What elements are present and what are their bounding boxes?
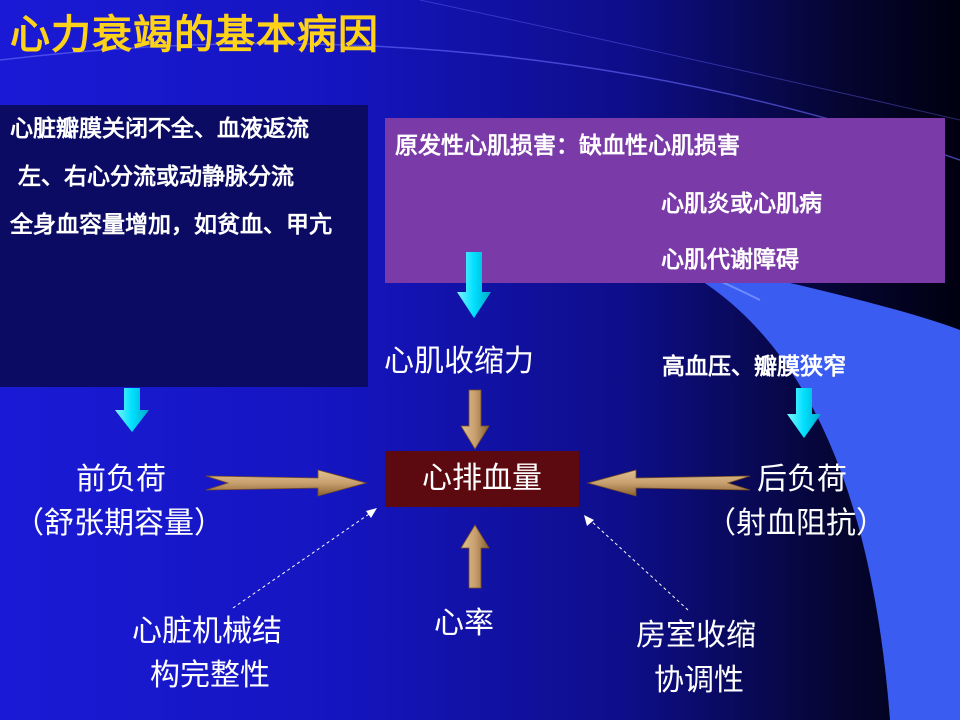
cause-valve-regurgitation: 心脏瓣膜关闭不全、血液返流 <box>10 116 309 142</box>
tan-arrow-contractility <box>460 389 490 450</box>
contractility-label: 心肌收缩力 <box>384 344 534 379</box>
myocardial-damage-line-2: 心肌炎或心肌病 <box>661 191 822 217</box>
afterload-note: （射血阻抗） <box>706 506 886 541</box>
tan-arrow-afterload <box>586 469 751 497</box>
heart-rate-label: 心率 <box>434 606 494 641</box>
myocardial-damage-line-3: 心肌代谢障碍 <box>661 247 799 273</box>
cyan-arrow-right <box>787 388 821 438</box>
myocardial-damage-line-1: 原发性心肌损害：缺血性心肌损害 <box>395 133 740 159</box>
cardiac-output-box: 心排血量 <box>385 451 579 507</box>
tan-arrow-preload <box>205 469 368 497</box>
preload-label: 前负荷 <box>76 462 166 497</box>
afterload-cause-label: 高血压、瓣膜狭窄 <box>662 354 846 380</box>
cause-shunt: 左、右心分流或动静脉分流 <box>10 164 295 190</box>
dotted-arrow-coordination <box>589 519 689 611</box>
coordination-label-line-2: 协调性 <box>654 663 744 698</box>
coordination-label-line-1: 房室收缩 <box>636 618 756 653</box>
preload-note: （舒张期容量） <box>14 506 224 541</box>
cause-blood-volume-increase: 全身血容量增加，如贫血、甲亢 <box>10 212 332 238</box>
structure-label-line-2: 构完整性 <box>150 658 270 693</box>
structure-label-line-1: 心脏机械结 <box>132 614 282 649</box>
afterload-label: 后负荷 <box>757 462 847 497</box>
cyan-arrow-left <box>115 388 149 432</box>
tan-arrow-heart-rate <box>460 524 490 589</box>
volume-overload-causes-box: 心脏瓣膜关闭不全、血液返流 左、右心分流或动静脉分流 全身血容量增加，如贫血、甲… <box>0 105 368 387</box>
dotted-arrow-structure <box>232 511 373 609</box>
cyan-arrow-center <box>457 252 491 318</box>
slide-title: 心力衰竭的基本病因 <box>10 12 379 58</box>
